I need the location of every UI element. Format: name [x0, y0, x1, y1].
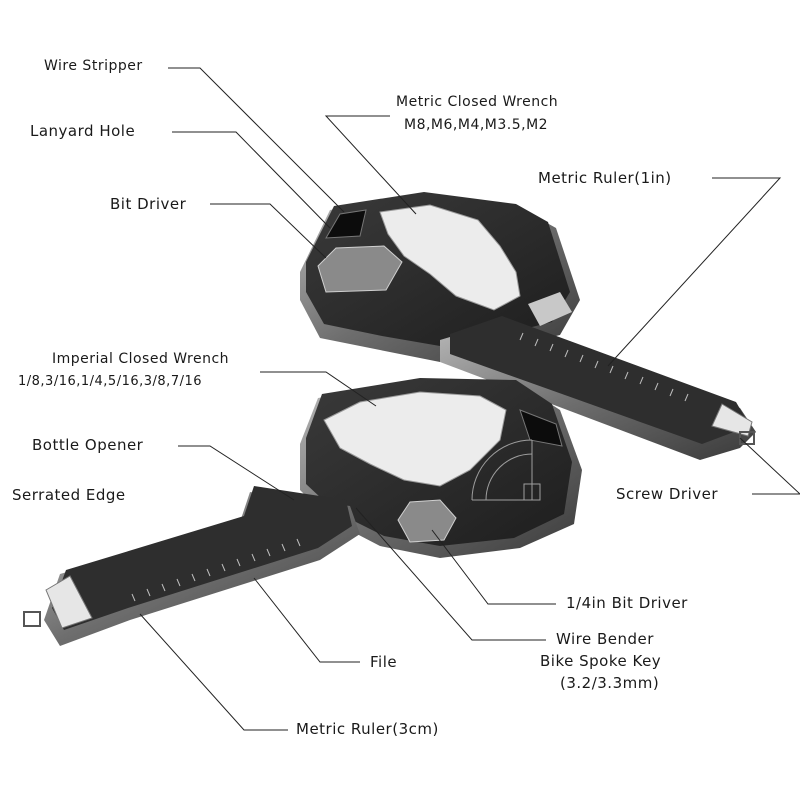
top-key-screwdriver-tip — [711, 403, 753, 437]
label-quarter-bit-driver: 1/4in Bit Driver — [566, 594, 688, 612]
top-key-wrench-cutout — [379, 204, 521, 311]
leader-screw-driver — [739, 437, 800, 495]
label-wire-bender: Wire Bender — [556, 630, 654, 648]
leader-lines — [139, 67, 800, 731]
label-metric-ruler-3cm: Metric Ruler(3cm) — [296, 720, 439, 738]
bottom-key-shaft-face — [52, 486, 352, 630]
bottom-key-quarter-bit-hex — [397, 499, 457, 543]
leader-bit-driver — [210, 203, 327, 259]
top-key-tool — [300, 192, 756, 460]
label-bottle-opener: Bottle Opener — [32, 436, 144, 454]
leader-lanyard-hole — [172, 131, 331, 229]
leader-imperial-wrench — [260, 371, 377, 407]
top-key-bit-driver-hex — [317, 245, 403, 293]
bottom-key-ruler-ticks — [131, 538, 301, 602]
label-metric-wrench-sizes: M8,M6,M4,M3.5,M2 — [404, 117, 549, 133]
label-lanyard-hole: Lanyard Hole — [30, 122, 136, 140]
leader-metric-ruler-1in — [607, 177, 782, 367]
top-key-ruler-ticks — [519, 332, 689, 402]
bottom-key-wrench-cutout — [323, 391, 507, 487]
top-key-slot — [528, 292, 572, 326]
leader-wire-stripper — [168, 67, 345, 213]
leader-metric-ruler-3cm — [139, 613, 288, 731]
top-key-lanyard-hole — [325, 209, 367, 239]
label-bike-spoke-sizes: (3.2/3.3mm) — [560, 674, 660, 692]
bottom-key-screwdriver-tip — [45, 575, 93, 629]
label-imperial-wrench-sizes: 1/8,3/16,1/4,5/16,3/8,7/16 — [18, 374, 203, 389]
top-key-shaft-face — [450, 316, 750, 444]
bottom-key-protractor — [471, 439, 541, 501]
leader-metric-wrench — [324, 115, 417, 215]
label-screw-driver: Screw Driver — [616, 485, 719, 503]
label-bike-spoke-key: Bike Spoke Key — [540, 652, 662, 670]
leader-quarter-bit — [431, 529, 556, 605]
label-wire-stripper: Wire Stripper — [44, 58, 143, 74]
bottom-key-tool — [23, 378, 582, 646]
label-metric-ruler-1in: Metric Ruler(1in) — [538, 169, 672, 187]
label-imperial-wrench-title: Imperial Closed Wrench — [52, 351, 230, 367]
leader-file — [253, 577, 360, 663]
label-file: File — [370, 653, 398, 671]
label-bit-driver: Bit Driver — [110, 195, 187, 213]
label-serrated-edge: Serrated Edge — [12, 486, 126, 504]
bottom-key-tip-ring — [23, 611, 41, 627]
label-metric-wrench-title: Metric Closed Wrench — [396, 94, 559, 110]
bottom-key-bottle-opener-slot — [519, 409, 563, 447]
leader-bottle-opener — [178, 445, 295, 501]
leader-wire-bender — [355, 507, 546, 641]
